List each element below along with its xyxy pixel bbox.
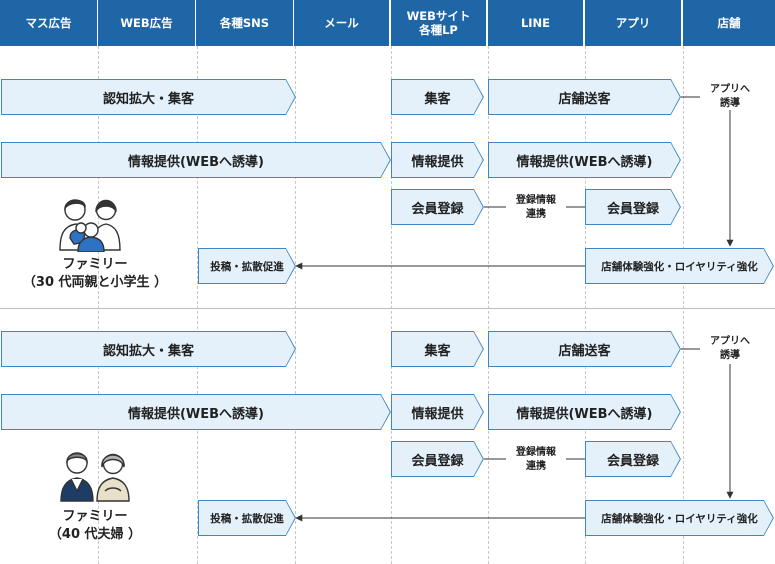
column-guide (585, 46, 586, 564)
link-note: 登録情報 連携 (506, 446, 566, 473)
column-guide (683, 46, 684, 564)
app-guide-note: アプリへ 誘導 (700, 335, 760, 362)
info-wide-arrow: 情報提供(WEBへ誘導) (1, 142, 391, 178)
attract-arrow: 集客 (391, 79, 484, 115)
store-send-arrow: 店舗送客 (488, 79, 681, 115)
member-app-arrow: 会員登録 (585, 441, 681, 477)
column-guide (197, 46, 198, 564)
column-header-line: LINE (488, 0, 583, 46)
column-guide (391, 46, 392, 564)
column-header-sns: 各種SNS (196, 0, 293, 46)
column-guide (98, 46, 99, 564)
section-divider (0, 308, 775, 309)
column-guide (488, 46, 489, 564)
column-header-email: メール (294, 0, 389, 46)
senior-couple-icon (60, 452, 130, 502)
member-site-arrow: 会員登録 (391, 189, 484, 225)
sns-promo-arrow: 投稿・拡散促進 (198, 500, 296, 536)
column-header-app: アプリ (585, 0, 681, 46)
persona-label: ファミリー （40 代夫婦 ） (48, 509, 142, 542)
family-parents-child-icon (59, 199, 121, 252)
column-header-mass-ads: マス広告 (0, 0, 97, 46)
info-line-arrow: 情報提供(WEBへ誘導) (488, 394, 681, 430)
info-line-arrow: 情報提供(WEBへ誘導) (488, 142, 681, 178)
member-site-arrow: 会員登録 (391, 441, 484, 477)
awareness-arrow: 認知拡大・集客 (1, 79, 296, 115)
column-header-web-ads: WEB広告 (98, 0, 195, 46)
info-site-arrow: 情報提供 (391, 394, 484, 430)
awareness-arrow: 認知拡大・集客 (1, 331, 296, 367)
info-site-arrow: 情報提供 (391, 142, 484, 178)
column-header-store: 店舗 (683, 0, 775, 46)
info-wide-arrow: 情報提供(WEBへ誘導) (1, 394, 391, 430)
app-guide-note: アプリへ 誘導 (700, 83, 760, 110)
loyalty-arrow: 店舗体験強化・ロイヤリティ強化 (585, 500, 774, 536)
store-send-arrow: 店舗送客 (488, 331, 681, 367)
column-header-website-lp: WEBサイト 各種LP (391, 0, 486, 46)
link-note: 登録情報 連携 (506, 194, 566, 221)
loyalty-arrow: 店舗体験強化・ロイヤリティ強化 (585, 248, 774, 284)
persona-label: ファミリー （30 代両親と小学生 ） (22, 257, 168, 290)
sns-promo-arrow: 投稿・拡散促進 (198, 248, 296, 284)
member-app-arrow: 会員登録 (585, 189, 681, 225)
column-guide (295, 46, 296, 564)
attract-arrow: 集客 (391, 331, 484, 367)
